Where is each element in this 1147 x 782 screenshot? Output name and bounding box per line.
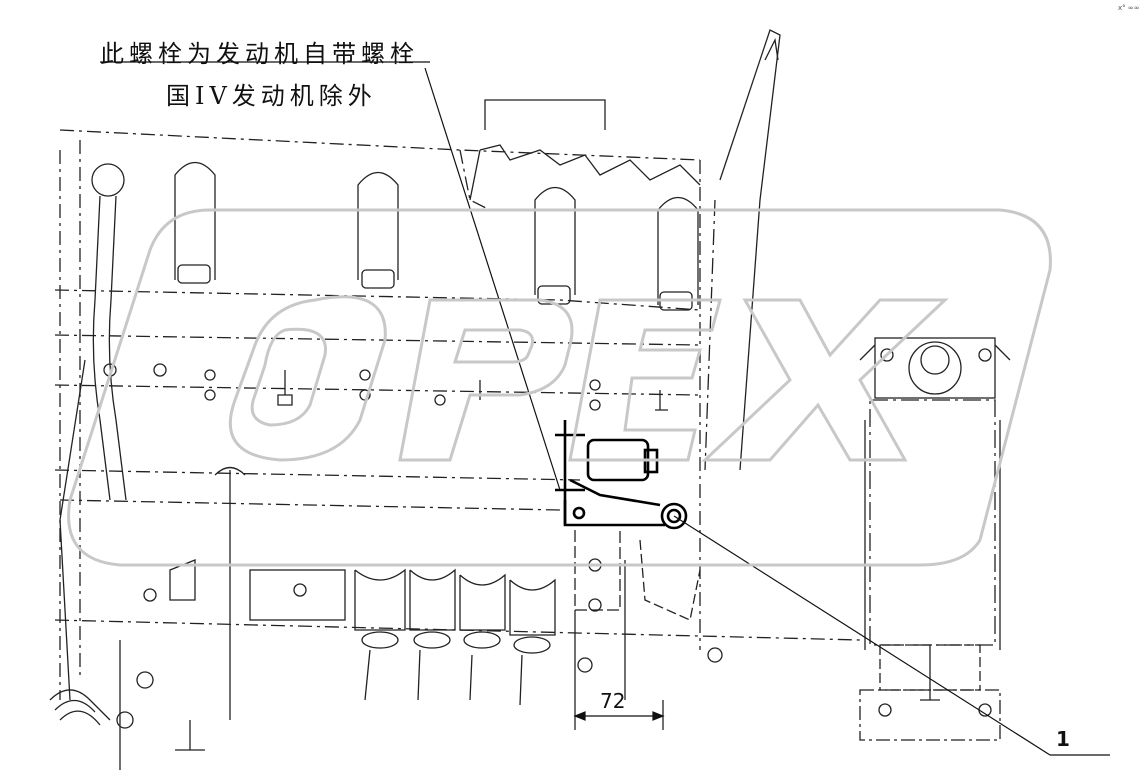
leader-lines [100, 61, 1110, 756]
rocker-cover-outline [469, 99, 701, 201]
annotation-line-1: 此螺栓为发动机自带螺栓 [100, 40, 419, 68]
dipstick-tube [704, 29, 781, 471]
dimension-72 [573, 700, 665, 730]
fuel-filter [859, 337, 1011, 741]
dimension-label: 72 [600, 689, 626, 713]
coolant-pipe [59, 163, 127, 701]
mounting-plate [574, 530, 701, 700]
wiring-harness [49, 640, 121, 770]
annotation-line-2: 国IV发动机除外 [166, 82, 377, 110]
watermark-logo [67, 208, 1052, 567]
injection-pump-housings [169, 466, 556, 751]
callout-number-1: 1 [1056, 727, 1070, 751]
block-fasteners [103, 363, 723, 729]
cylinder-head-bosses [174, 161, 699, 311]
sensor-bracket-assembly [555, 420, 688, 530]
engine-block-outline [54, 129, 861, 700]
corner-mark: x° ∞∞ [1118, 4, 1140, 12]
